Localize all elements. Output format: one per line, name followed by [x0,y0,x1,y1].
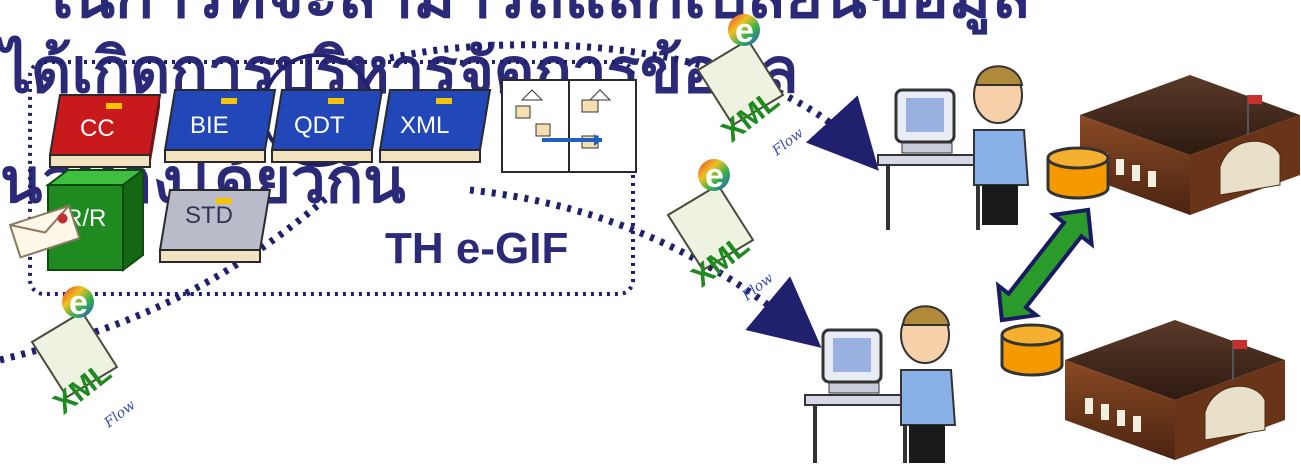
flow-label: Flow [101,397,139,432]
book-label-std: STD [185,202,233,229]
book-icon [158,189,272,263]
database-icon [1000,323,1064,377]
building-icon [1080,75,1300,215]
xml-document-icon [696,14,785,127]
flow-label: Flow [769,125,807,160]
e-badge: e [705,157,724,195]
envelope-icon [8,204,81,259]
book-label-qdt: QDT [294,112,345,139]
computer-user-icon [877,65,1030,230]
e-badge: e [69,284,88,322]
book-label-bie: BIE [190,112,229,139]
database-icon [1046,146,1110,200]
book-icon [163,89,277,163]
title-line-1: ในการที่จะสามารถแลกเปลี่ยนข้อมูล [40,0,1030,28]
book-label-cc: CC [80,115,115,142]
building-icon [1065,320,1285,460]
framework-box [28,60,635,296]
book-label-xml: XML [400,112,449,139]
book-icon [48,94,162,168]
double-arrow-icon [995,207,1095,323]
xml-document-icon [666,159,755,272]
computer-user-icon [804,305,957,463]
e-badge: e [735,12,754,50]
book-icon [270,89,384,163]
flowchart-icon [501,79,637,173]
book-icon [378,89,492,163]
framework-label: TH e-GIF [385,224,569,273]
flow-path-bottom-left [0,192,333,364]
xml-document-icon [30,286,119,399]
